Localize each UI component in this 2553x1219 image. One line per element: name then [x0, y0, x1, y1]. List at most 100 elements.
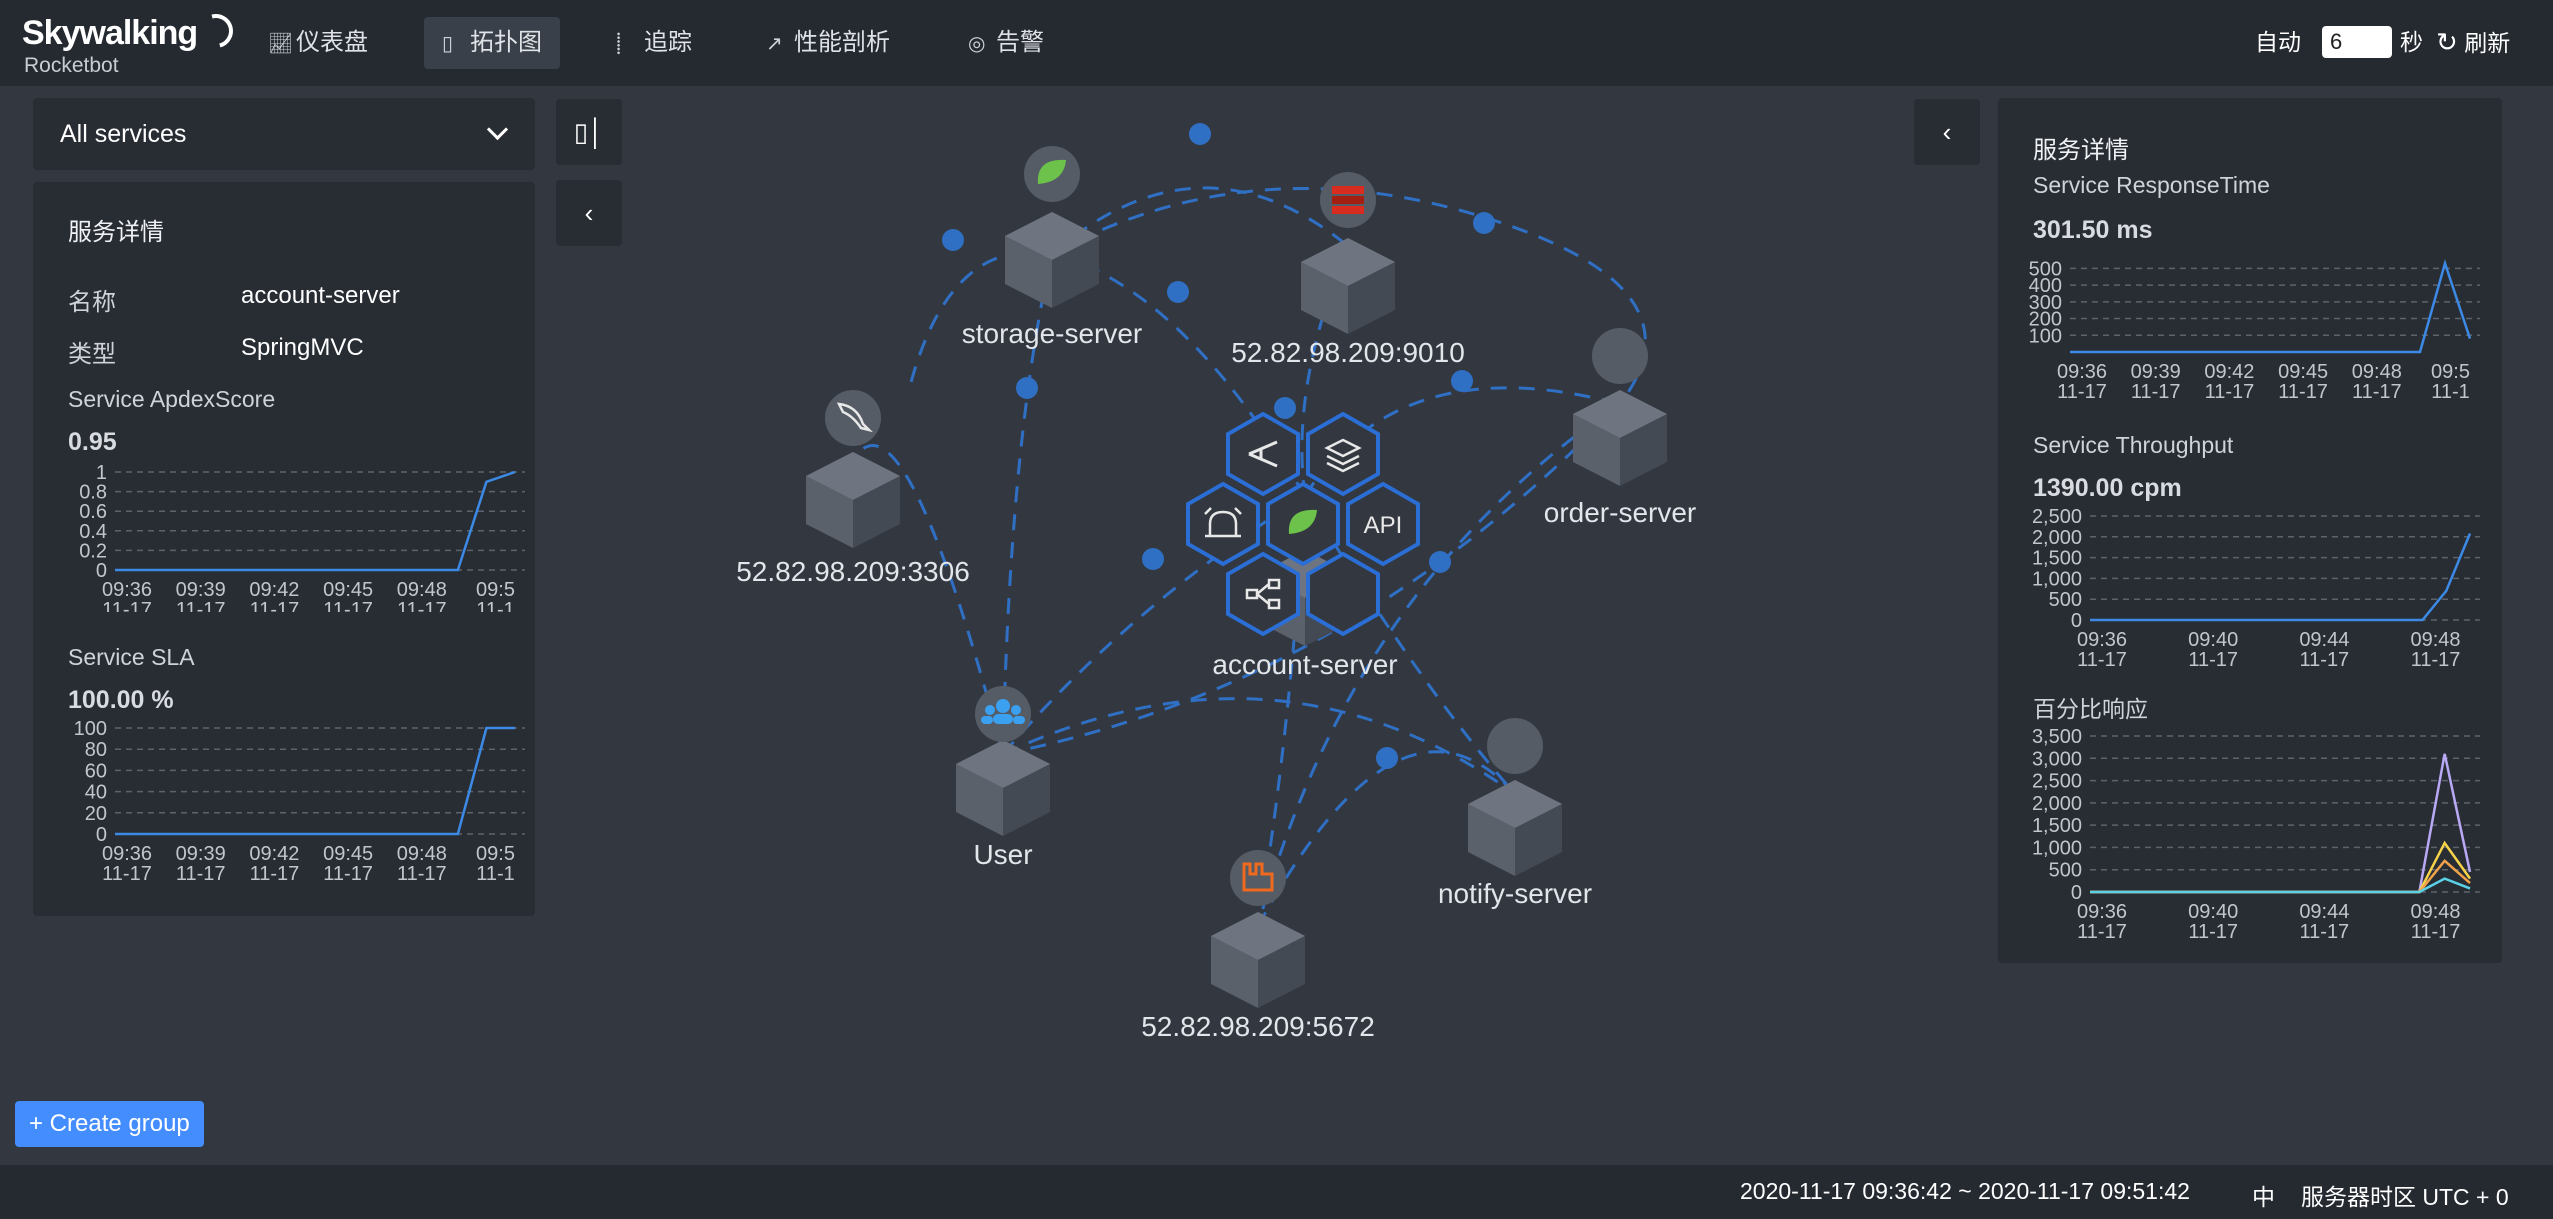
x-tick-label: 09:36 — [2057, 361, 2107, 383]
y-tick-label: 0.4 — [79, 521, 107, 543]
panel-title: 服务详情 — [68, 219, 164, 246]
node-icon-bg — [1592, 328, 1648, 384]
sla-chart: 02040608010009:3611-1709:3911-1709:4211-… — [74, 720, 525, 880]
y-tick-label: 100 — [2029, 325, 2062, 347]
x-tick-label: 09:48 — [2410, 901, 2460, 923]
link-notify-rabbit — [1256, 750, 1517, 927]
nav-alarm[interactable]: ◎告警 — [950, 17, 1062, 69]
collapse-right-button[interactable]: ‹ — [1914, 99, 1980, 165]
hex-topology-button[interactable] — [1226, 551, 1300, 637]
topology-icon: ▯│ — [573, 117, 605, 147]
svg-text:52.82.98.209:9010: 52.82.98.209:9010 — [1231, 337, 1465, 368]
spring-leaf-icon — [1037, 159, 1066, 184]
refresh-interval-input[interactable] — [2322, 26, 2392, 58]
x-tick-label: 11-1 — [476, 599, 515, 612]
trace-icon: ⸽ — [616, 33, 622, 55]
x-tick-label: 09:5 — [476, 579, 515, 601]
y-tick-label: 400 — [2029, 275, 2062, 297]
hex-trace-button[interactable] — [1226, 411, 1300, 497]
refresh-button[interactable]: ↻ 刷新 — [2436, 27, 2511, 57]
nav-trace[interactable]: ⸽追踪 — [598, 17, 710, 69]
node-order-server[interactable]: order-server — [1544, 328, 1696, 528]
x-tick-label: 09:42 — [2204, 361, 2254, 383]
topology-canvas[interactable]: storage-server 52.82.98.209:9010 52.82.9… — [0, 86, 2553, 1165]
x-tick-label: 11-17 — [2057, 381, 2107, 403]
link-dot — [1429, 551, 1451, 573]
refresh-icon: ↻ — [2436, 27, 2458, 57]
x-tick-label: 11-17 — [2205, 381, 2255, 403]
node-notify-server[interactable]: notify-server — [1438, 718, 1592, 909]
y-tick-label: 1,000 — [2032, 568, 2082, 590]
hex-instances-button[interactable] — [1306, 411, 1380, 497]
trace-icon — [1248, 440, 1278, 468]
x-tick-label: 09:5 — [476, 843, 515, 865]
response-time-label: Service ResponseTime — [2033, 172, 2270, 198]
alarm-icon — [1204, 507, 1242, 538]
nav-profile[interactable]: ↗性能剖析 — [748, 17, 908, 69]
link-dot — [1189, 123, 1211, 145]
link-user-notify — [1002, 697, 1516, 796]
svg-text:52.82.98.209:3306: 52.82.98.209:3306 — [736, 556, 970, 587]
x-tick-label: 11-17 — [2411, 649, 2461, 671]
y-tick-label: 0.2 — [79, 540, 107, 562]
topology-icon: ▯ — [442, 33, 454, 55]
link-dot — [942, 229, 964, 251]
node-mysql[interactable]: 52.82.98.209:3306 — [736, 390, 970, 587]
logo[interactable]: Skywalking Rocketbot — [22, 7, 240, 77]
y-tick-label: 2,500 — [2032, 508, 2082, 528]
x-tick-label: 11-17 — [176, 863, 226, 880]
name-value: account-server — [241, 282, 400, 309]
y-tick-label: 0.6 — [79, 501, 107, 523]
link-storage-order — [1051, 187, 1647, 405]
collapse-left-button[interactable]: ‹ — [556, 180, 622, 246]
topology-mode-button[interactable]: ▯│ — [556, 99, 622, 165]
x-tick-label: 09:42 — [249, 579, 299, 601]
nav-dashboard[interactable]: 📈︎仪表盘 — [250, 17, 386, 69]
nav-topology[interactable]: ▯拓扑图 — [424, 17, 560, 69]
svg-text:account-server: account-server — [1212, 649, 1397, 680]
x-tick-label: 11-17 — [2411, 921, 2461, 943]
node-redis[interactable]: 52.82.98.209:9010 — [1231, 172, 1465, 368]
x-tick-label: 11-17 — [2188, 649, 2238, 671]
y-tick-label: 0 — [2071, 882, 2082, 904]
y-tick-label: 2,500 — [2032, 771, 2082, 793]
layers-icon — [1324, 438, 1362, 473]
link-midpoints — [942, 123, 1495, 769]
x-tick-label: 09:36 — [2077, 629, 2127, 651]
y-tick-label: 3,500 — [2032, 728, 2082, 748]
brand-name: Skywalking — [22, 14, 198, 52]
users-icon — [981, 699, 1025, 724]
series-line — [2090, 877, 2471, 894]
x-tick-label: 09:39 — [176, 843, 226, 865]
create-group-button[interactable]: + Create group — [15, 1101, 204, 1147]
y-tick-label: 2,000 — [2032, 793, 2082, 815]
node-rabbitmq[interactable]: 52.82.98.209:5672 — [1141, 850, 1375, 1042]
y-tick-label: 0 — [2071, 610, 2082, 632]
y-tick-label: 200 — [2029, 309, 2062, 331]
link-order-rabbit — [1256, 402, 1621, 927]
y-tick-label: 500 — [2029, 258, 2062, 280]
x-tick-label: 11-17 — [397, 863, 447, 880]
apdex-label: Service ApdexScore — [68, 386, 276, 412]
y-tick-label: 100 — [74, 720, 107, 740]
hex-alarm-button[interactable] — [1186, 481, 1260, 567]
x-tick-label: 11-1 — [2431, 381, 2470, 403]
rabbitmq-icon — [1242, 862, 1274, 892]
time-range[interactable]: 2020-11-17 09:36:42 ~ 2020-11-17 09:51:4… — [1740, 1178, 2190, 1204]
x-tick-label: 09:45 — [323, 579, 373, 601]
node-user[interactable]: User — [956, 686, 1050, 870]
response-time-value: 301.50 ms — [2033, 216, 2153, 244]
node-account-server[interactable]: account-server — [1212, 550, 1398, 680]
service-select[interactable]: All services — [33, 98, 535, 170]
y-tick-label: 2,000 — [2032, 527, 2082, 549]
node-storage-server[interactable]: storage-server — [962, 146, 1143, 349]
language-toggle[interactable]: 中 — [2252, 1184, 2275, 1210]
chevron-left-icon: ‹ — [1942, 117, 1952, 147]
hex-api-button[interactable]: API — [1346, 481, 1420, 567]
y-tick-label: 40 — [85, 782, 107, 804]
y-tick-label: 1,000 — [2032, 837, 2082, 859]
x-tick-label: 09:39 — [2131, 361, 2181, 383]
series-line — [2090, 532, 2472, 622]
percentile-chart: 05001,0001,5002,0002,5003,0003,50009:361… — [2032, 728, 2480, 943]
x-tick-label: 11-17 — [2278, 381, 2328, 403]
